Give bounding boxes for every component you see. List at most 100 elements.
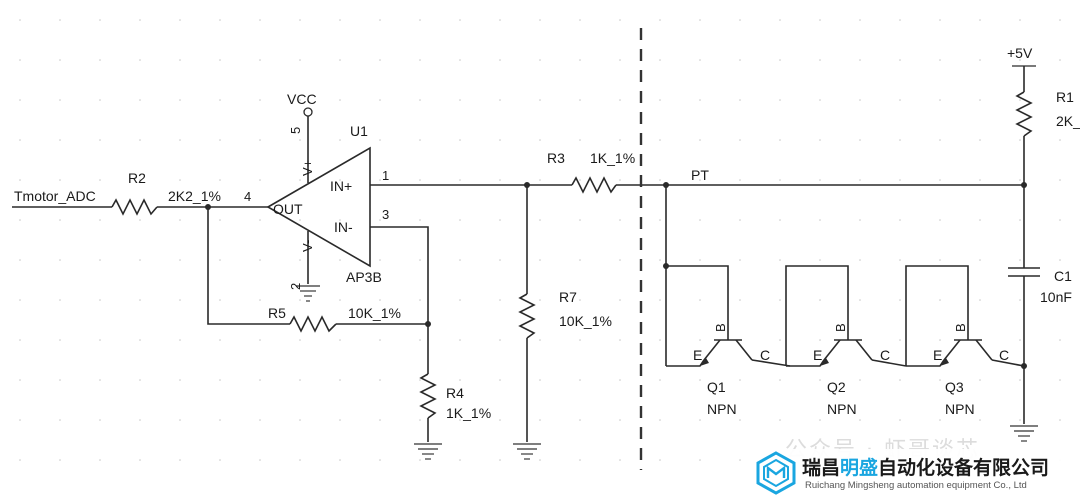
- opamp-pin-inp: 1: [382, 168, 389, 183]
- grid-dot: [619, 339, 621, 341]
- grid-dot: [819, 299, 821, 301]
- grid-dot: [579, 99, 581, 101]
- opamp-pin-vp: 5: [288, 127, 303, 134]
- grid-dot: [179, 459, 181, 461]
- grid-dot: [699, 419, 701, 421]
- grid-dot: [59, 139, 61, 141]
- grid-dot: [859, 299, 861, 301]
- grid-dot: [459, 179, 461, 181]
- grid-dot: [99, 59, 101, 61]
- grid-dot: [779, 139, 781, 141]
- grid-dot: [859, 19, 861, 21]
- grid-dot: [979, 179, 981, 181]
- grid-dot: [939, 99, 941, 101]
- grid-dot: [259, 19, 261, 21]
- grid-dot: [1059, 59, 1061, 61]
- grid-dot: [539, 19, 541, 21]
- grid-dot: [299, 419, 301, 421]
- grid-dot: [899, 139, 901, 141]
- grid-dot: [379, 339, 381, 341]
- grid-dot: [419, 459, 421, 461]
- grid-dot: [539, 379, 541, 381]
- grid-dot: [219, 219, 221, 221]
- grid-dot: [659, 99, 661, 101]
- grid-dot: [259, 179, 261, 181]
- grid-dot: [459, 219, 461, 221]
- grid-dot: [899, 219, 901, 221]
- r4-ref: R4: [446, 385, 464, 401]
- grid-dot: [539, 219, 541, 221]
- supply-5v: +5V: [1007, 45, 1033, 61]
- grid-dot: [539, 419, 541, 421]
- grid-dot: [139, 419, 141, 421]
- grid-dot: [659, 459, 661, 461]
- grid-dot: [139, 259, 141, 261]
- grid-dot: [899, 419, 901, 421]
- grid-dot: [19, 59, 21, 61]
- grid-dot: [579, 419, 581, 421]
- grid-dot: [499, 299, 501, 301]
- grid-dot: [819, 219, 821, 221]
- grid-dot: [699, 139, 701, 141]
- r3-value: 1K_1%: [590, 150, 635, 166]
- grid-dot: [299, 99, 301, 101]
- r1-ref: R1: [1056, 89, 1074, 105]
- grid-dot: [99, 419, 101, 421]
- grid-dot: [419, 19, 421, 21]
- grid-dot: [899, 19, 901, 21]
- resistor-r3: R3 1K_1%: [547, 150, 1024, 194]
- grid-dot: [139, 99, 141, 101]
- q2-type: NPN: [827, 401, 857, 417]
- grid-dot: [739, 419, 741, 421]
- grid-dot: [59, 379, 61, 381]
- grid-dot: [979, 59, 981, 61]
- grid-dot: [59, 219, 61, 221]
- grid-dot: [419, 99, 421, 101]
- grid-dot: [139, 339, 141, 341]
- q3-b: B: [953, 323, 968, 332]
- grid-dot: [299, 299, 301, 301]
- grid-dot: [179, 179, 181, 181]
- grid-dot: [779, 259, 781, 261]
- grid-dot: [819, 59, 821, 61]
- grid-dot: [459, 459, 461, 461]
- grid-dot: [699, 339, 701, 341]
- grid-dot: [419, 179, 421, 181]
- grid-dot: [579, 379, 581, 381]
- grid-dot: [259, 299, 261, 301]
- grid-dot: [859, 99, 861, 101]
- grid-dot: [579, 259, 581, 261]
- opamp-part: AP3B: [346, 269, 382, 285]
- input-net: Tmotor_ADC: [12, 188, 112, 208]
- grid-dot: [1019, 59, 1021, 61]
- brand-name-pre: 瑞昌: [802, 457, 841, 479]
- grid-dot: [1059, 299, 1061, 301]
- grid-dot: [59, 59, 61, 61]
- grid-dot: [979, 299, 981, 301]
- q2-b: B: [833, 323, 848, 332]
- grid-dot: [939, 19, 941, 21]
- grid-dot: [299, 139, 301, 141]
- grid-dot: [899, 299, 901, 301]
- grid-dot: [539, 299, 541, 301]
- grid-dot: [579, 139, 581, 141]
- grid-dot: [499, 379, 501, 381]
- grid-dot: [619, 259, 621, 261]
- grid-dot: [779, 299, 781, 301]
- opamp-vn-label: V-: [300, 240, 315, 252]
- c1-ref: C1: [1054, 268, 1072, 284]
- grid-dot: [259, 339, 261, 341]
- grid-dot: [19, 379, 21, 381]
- grid-dot: [379, 99, 381, 101]
- grid-dot: [259, 99, 261, 101]
- grid-dot: [619, 139, 621, 141]
- grid-dot: [899, 179, 901, 181]
- grid-dot: [259, 379, 261, 381]
- q2-e: E: [813, 347, 822, 363]
- r4-value: 1K_1%: [446, 405, 491, 421]
- grid-dot: [539, 179, 541, 181]
- inn-net: [370, 226, 429, 374]
- grid-dot: [939, 179, 941, 181]
- grid-dot: [659, 339, 661, 341]
